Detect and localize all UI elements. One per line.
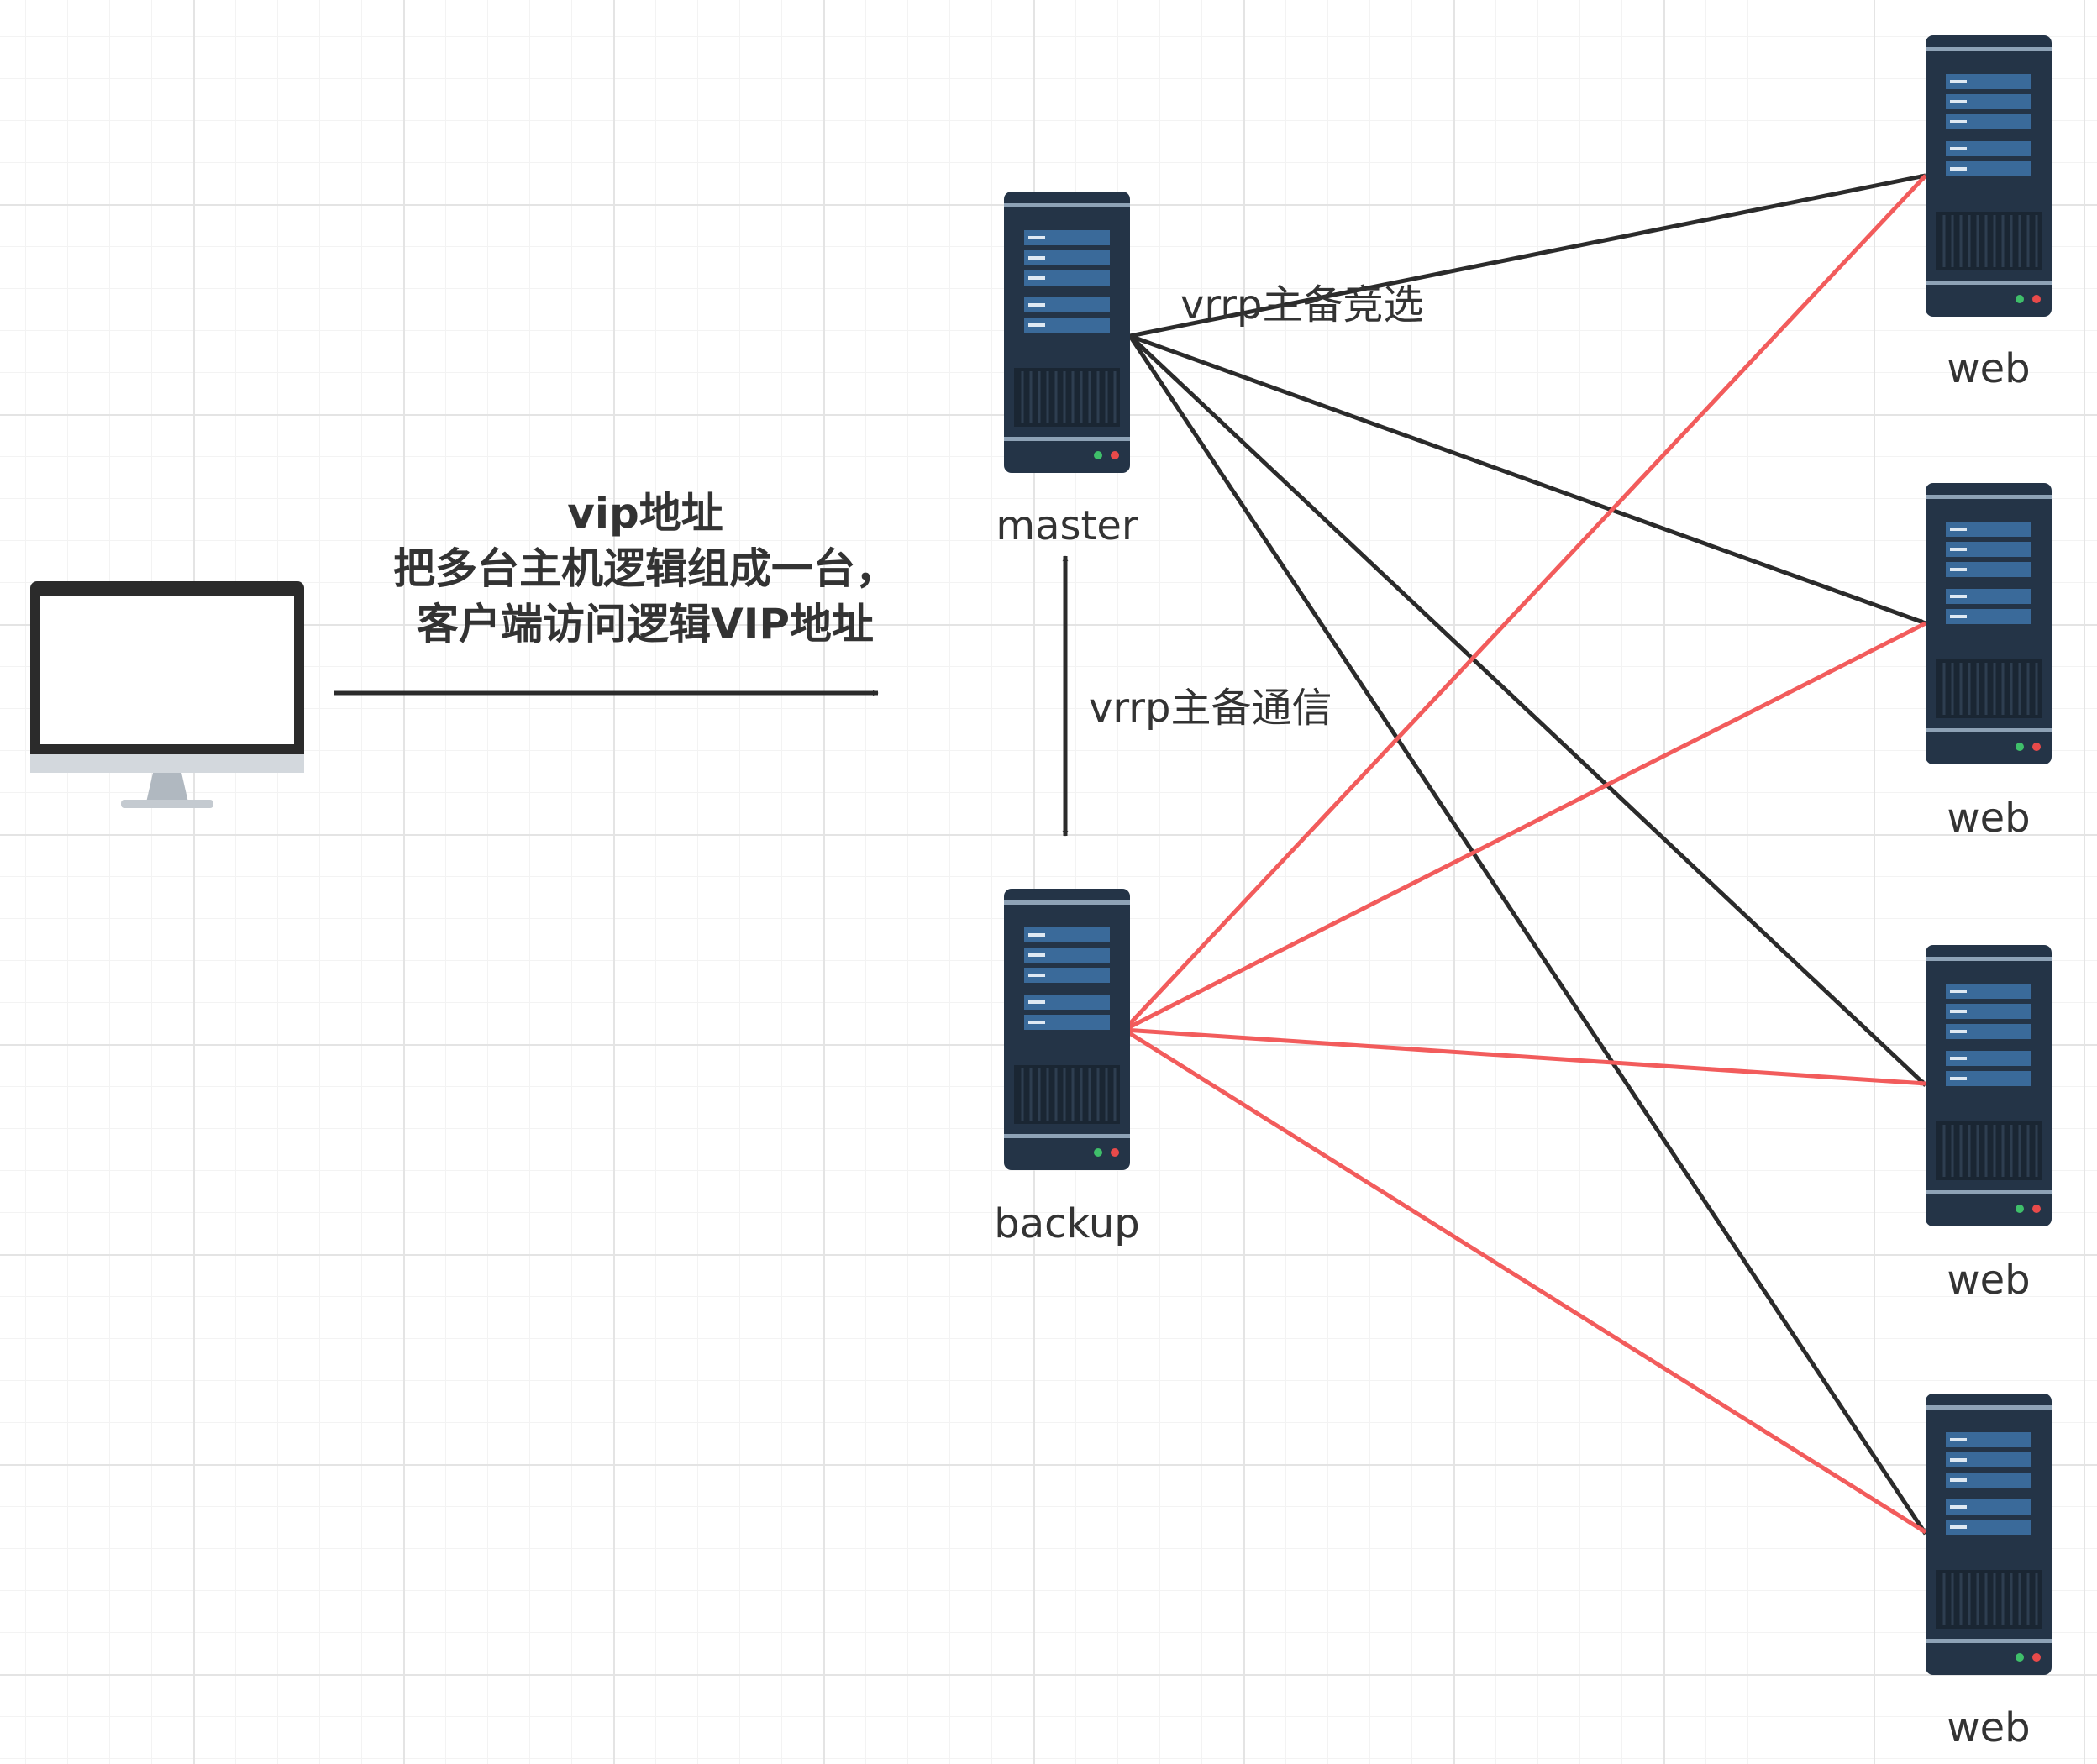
- backup-label: backup: [994, 1200, 1140, 1247]
- vip-label-line-3: 客户端访问逻辑VIP地址: [417, 600, 874, 648]
- client-monitor-icon[interactable]: [30, 581, 304, 808]
- backup-to-web-4-edge: [1122, 1027, 1927, 1535]
- web-server-icon-1[interactable]: [1926, 35, 2052, 317]
- web-label-2: web: [1947, 795, 2031, 842]
- master-to-web-3-edge: [1128, 334, 1927, 1087]
- web-label-1: web: [1947, 345, 2031, 392]
- master-to-web-4-edge: [1127, 334, 1928, 1536]
- backup-server-icon[interactable]: [1004, 889, 1130, 1170]
- vrrp-election-label: vrrp主备竞选: [1180, 281, 1424, 328]
- master-to-web-2-edge: [1129, 333, 1926, 626]
- web-server-icon-4[interactable]: [1926, 1394, 2052, 1675]
- vrrp-communication-label: vrrp主备通信: [1089, 685, 1332, 732]
- backup-to-web-2-edge: [1122, 621, 1927, 1032]
- backup-to-web-3-edge: [1123, 1027, 1926, 1087]
- vip-edge-label: vip地址 把多台主机逻辑组成一台， 客户端访问逻辑VIP地址: [393, 486, 897, 652]
- backup-to-web-1-edge: [1122, 174, 1927, 1032]
- vip-label-line-1: vip地址: [567, 489, 723, 538]
- master-server-icon[interactable]: [1004, 192, 1130, 473]
- web-label-4: web: [1947, 1704, 2031, 1751]
- vip-label-line-2: 把多台主机逻辑组成一台，: [393, 544, 897, 593]
- master-to-web-1-edge: [1129, 173, 1926, 339]
- master-label: master: [996, 502, 1138, 549]
- web-server-icon-3[interactable]: [1926, 945, 2052, 1226]
- web-label-3: web: [1947, 1257, 2031, 1304]
- web-server-icon-2[interactable]: [1926, 483, 2052, 764]
- edge-layer: [334, 173, 1928, 1536]
